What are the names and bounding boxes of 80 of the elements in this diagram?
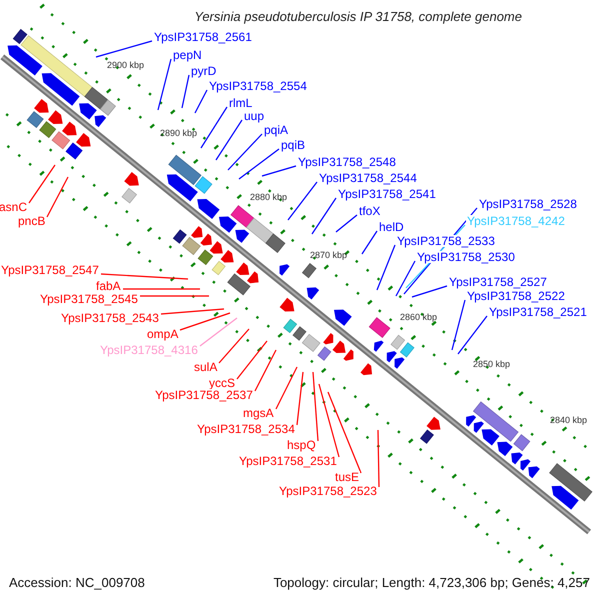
gene-label: YpsIP31758_2537: [154, 389, 254, 401]
leader-line: [236, 340, 268, 380]
gene-label: YpsIP31758_2561: [153, 31, 253, 43]
gene-label: tfoX: [358, 205, 382, 217]
leader-line: [458, 316, 488, 354]
gene-label: pqiB: [280, 139, 306, 151]
gene-label: YpsIP31758_2530: [416, 251, 516, 263]
gene-label: mgsA: [242, 407, 275, 419]
leader-line: [336, 214, 358, 232]
gene-label: ompA: [146, 328, 180, 340]
map-title: Yersinia pseudotuberculosis IP 31758, complete genome: [194, 10, 522, 23]
leader-line: [318, 384, 340, 458]
gene-label: YpsIP31758_2528: [478, 198, 578, 210]
scale-label: 2840 kbp: [550, 416, 588, 425]
gene-label: YpsIP31758_2522: [466, 290, 566, 302]
gene-label: YpsIP31758_2521: [488, 306, 588, 318]
leader-line: [377, 430, 380, 488]
gene-label: yccS: [208, 377, 236, 389]
footer-text: Accession: NC_009708: [9, 576, 145, 589]
gene-label: pepN: [172, 49, 203, 61]
leader-line: [254, 350, 277, 392]
leader-line: [194, 90, 208, 114]
gene-label: YpsIP31758_2545: [39, 293, 139, 305]
leader-line: [96, 40, 152, 58]
gene-label: YpsIP31758_2523: [278, 485, 378, 497]
leader-line: [180, 312, 230, 331]
gene-label: tusE: [334, 471, 360, 483]
gene-label: YpsIP31758_4316: [99, 344, 199, 356]
leader-line: [327, 392, 362, 474]
scale-label: 2890 kbp: [160, 129, 198, 138]
gene-label: YpsIP31758_4242: [466, 215, 566, 227]
gene-label: YpsIP31758_2544: [318, 172, 418, 184]
leader-line: [376, 244, 396, 290]
leader-line: [395, 260, 416, 296]
gene-label: YpsIP31758_2531: [238, 455, 338, 467]
scale-label: 2860 kbp: [400, 313, 438, 322]
leader-line: [181, 74, 190, 108]
leader-line: [262, 165, 296, 177]
gene-label: YpsIP31758_2533: [396, 235, 496, 247]
leader-line: [140, 295, 209, 297]
footer-text: Topology: circular; Length: 4,723,306 bp; Genes: 4,257: [273, 576, 590, 589]
leader-line: [157, 58, 172, 110]
gene-label: YpsIP31758_2527: [448, 276, 548, 288]
scale-label: 2850 kbp: [473, 360, 510, 369]
gene-label: fabA: [95, 280, 122, 292]
leader-line: [451, 300, 466, 350]
gene-label: YpsIP31758_2548: [297, 156, 397, 168]
scale-label: 2870 kbp: [310, 251, 348, 260]
leader-line: [312, 372, 319, 442]
gene-label: YpsIP31758_2534: [196, 423, 296, 435]
gene-label: sulA: [193, 361, 218, 373]
leader-line: [238, 148, 280, 180]
gene-label: pncB: [17, 215, 46, 227]
gene-label: hspQ: [286, 439, 317, 451]
leader-line: [216, 120, 242, 160]
leader-line: [412, 285, 448, 298]
gene-label: pyrD: [190, 65, 218, 77]
gene-label: YpsIP31758_2554: [208, 80, 308, 92]
leader-line: [123, 288, 200, 290]
leader-line: [28, 164, 56, 204]
leader-line: [275, 366, 298, 410]
leader-line: [200, 106, 228, 148]
scale-label: 2900 kbp: [107, 61, 144, 70]
gene-label: YpsIP31758_2543: [60, 312, 160, 324]
leader-line: [362, 230, 378, 254]
gene-label: pqiA: [263, 124, 290, 136]
leader-line: [312, 198, 336, 234]
gene-label: YpsIP31758_2547: [0, 264, 100, 276]
leader-line: [46, 176, 69, 218]
leader-line: [288, 182, 318, 220]
leader-line: [296, 372, 304, 426]
leader-line: [100, 273, 188, 280]
scale-label: 2880 kbp: [250, 193, 288, 202]
leader-line: [228, 134, 262, 170]
gene-label: rlmL: [228, 97, 254, 109]
leader-line: [218, 328, 250, 364]
gene-label: helD: [378, 221, 405, 233]
leader-line: [160, 308, 224, 315]
gene-label: YpsIP31758_2541: [337, 188, 437, 200]
leader-line: [200, 318, 238, 346]
